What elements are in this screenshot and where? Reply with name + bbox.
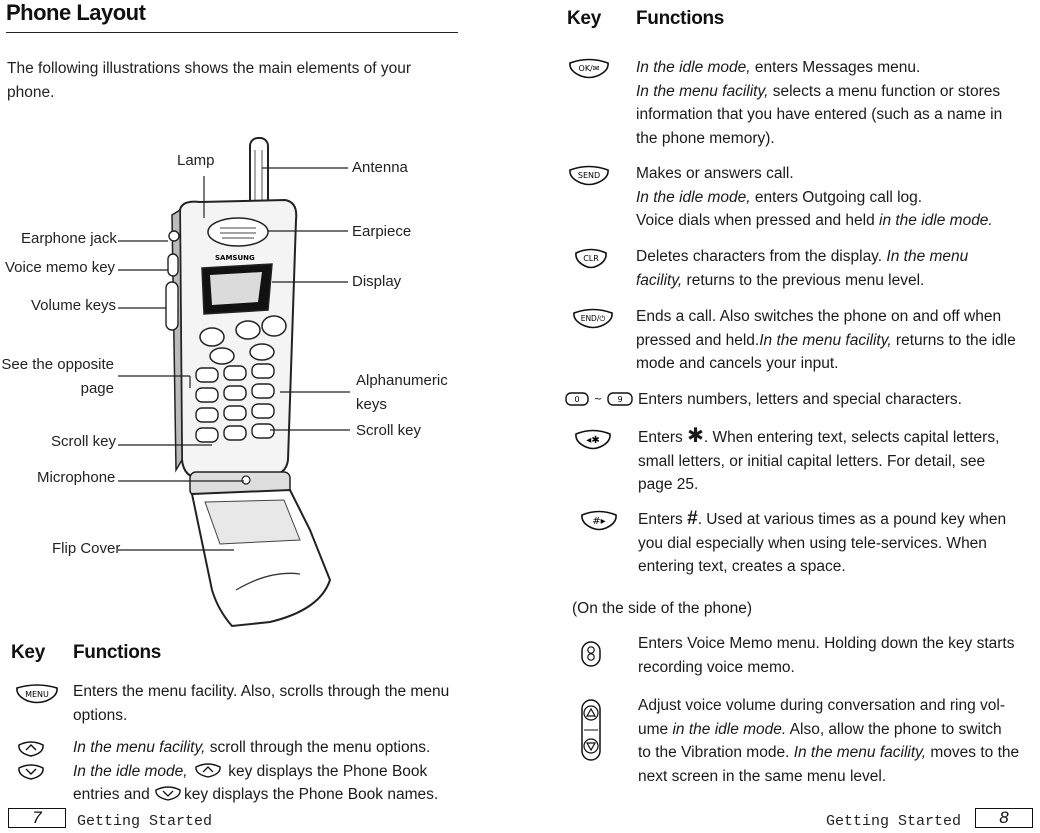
end-key-description: Ends a call. Also switches the phone on …: [636, 308, 1016, 372]
callout-lines: [118, 167, 350, 551]
svg-text:OK/✉: OK/✉: [579, 64, 600, 73]
scroll-keys-icon: [18, 741, 44, 780]
pound-key-icon: #▸: [581, 510, 617, 531]
scroll-up-inline-icon: [195, 762, 221, 778]
label-antenna: Antenna: [352, 159, 408, 176]
svg-text:END/⏻: END/⏻: [581, 314, 607, 323]
label-alphanumeric: Alphanumeric: [356, 372, 448, 389]
page-title: Phone Layout: [6, 0, 146, 25]
title-divider: [6, 32, 458, 33]
scroll-down-inline-icon: [155, 786, 181, 801]
left-functions-header: Functions: [73, 642, 162, 663]
label-lamp: Lamp: [177, 152, 215, 169]
svg-text:~: ~: [594, 394, 602, 405]
page-number-right: 8: [975, 808, 1033, 828]
svg-text:SEND: SEND: [578, 171, 600, 180]
footer-section-right: Getting Started: [826, 813, 962, 830]
right-key-header: Key: [567, 8, 601, 29]
svg-text:0: 0: [574, 395, 579, 404]
flip-cover-drawing: [189, 471, 332, 628]
label-see-opposite-page: page: [80, 380, 114, 397]
label-scroll-key-left: Scroll key: [51, 433, 117, 450]
pound-symbol: #: [687, 508, 698, 529]
end-power-key-icon: END/⏻: [573, 308, 613, 329]
side-of-phone-note: (On the side of the phone): [572, 600, 753, 617]
send-key-icon: SEND: [569, 165, 609, 186]
label-earphone-jack: Earphone jack: [21, 230, 117, 247]
scroll-keys-description: In the menu facility, scroll through the…: [73, 739, 439, 803]
label-see-opposite: See the opposite: [1, 356, 114, 373]
ok-message-key-icon: OK/✉: [569, 58, 609, 79]
send-key-description: Makes or answers call. In the idle mode,…: [636, 165, 993, 229]
clear-key-icon: CLR: [575, 248, 607, 269]
label-scroll-key-right: Scroll key: [356, 422, 422, 439]
label-volume-keys: Volume keys: [31, 297, 117, 314]
number-keys-description: Enters numbers, letters and special char…: [638, 391, 962, 408]
voice-memo-side-key-icon: [581, 641, 601, 667]
label-voice-memo-key: Voice memo key: [5, 259, 116, 276]
star-key-icon: ◂✱: [575, 429, 611, 450]
svg-text:9: 9: [617, 395, 622, 404]
label-alphanumeric-keys: keys: [356, 396, 387, 413]
ok-key-description: In the idle mode, enters Messages menu. …: [636, 59, 1003, 147]
right-functions-header: Functions: [636, 8, 725, 29]
intro-text: The following illustrations shows the ma…: [7, 60, 412, 101]
label-microphone: Microphone: [37, 469, 116, 486]
star-symbol: ✱: [687, 425, 704, 447]
phone-illustration: SAMSUNG: [118, 137, 350, 628]
label-flip-cover: Flip Cover: [52, 540, 121, 557]
brand-logo: SAMSUNG: [215, 254, 255, 262]
label-display: Display: [352, 273, 402, 290]
volume-side-keys-icon: [581, 699, 601, 761]
left-key-header: Key: [11, 642, 45, 663]
label-earpiece: Earpiece: [352, 223, 412, 240]
star-key-description: Enters ✱. When entering text, selects ca…: [638, 425, 1000, 493]
menu-key-description: Enters the menu facility. Also, scrolls …: [73, 683, 450, 724]
svg-text:#▸: #▸: [592, 516, 605, 527]
voice-memo-side-key-description: Enters Voice Memo menu. Holding down the…: [638, 635, 1015, 676]
phone-body-drawing: SAMSUNG: [165, 198, 298, 480]
page-number-left: 7: [8, 808, 66, 828]
svg-text:CLR: CLR: [583, 254, 599, 263]
number-keys-icon: 0 ~ 9: [565, 392, 633, 406]
svg-text:MENU: MENU: [25, 690, 49, 699]
pound-key-description: Enters #. Used at various times as a pou…: [638, 508, 1007, 575]
clear-key-description: Deletes characters from the display. In …: [636, 248, 969, 289]
footer-section-left: Getting Started: [77, 813, 213, 830]
antenna-drawing: [249, 137, 269, 209]
menu-key-icon: MENU: [16, 684, 58, 704]
svg-text:◂✱: ◂✱: [586, 435, 599, 446]
volume-side-keys-description: Adjust voice volume during conversation …: [638, 697, 1020, 785]
